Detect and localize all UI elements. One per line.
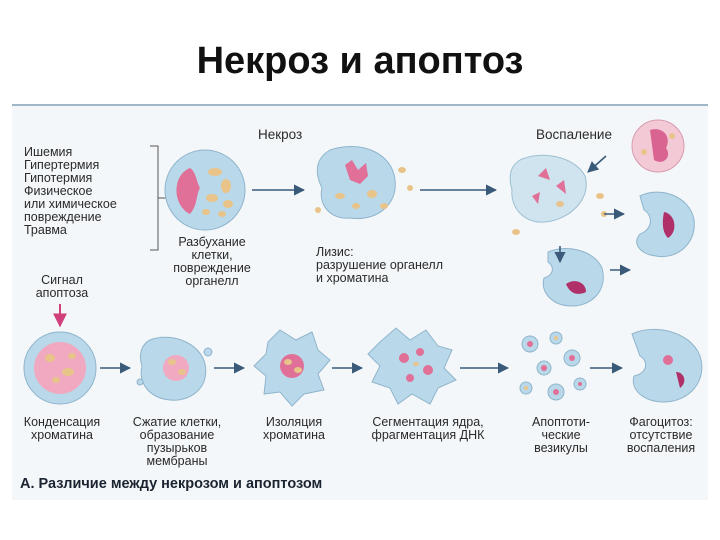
- label-inflammation: Воспаление: [536, 127, 612, 142]
- macrophage-bottom: [542, 248, 604, 307]
- apoptotic-vesicles: [519, 331, 587, 401]
- macrophage-right: [636, 191, 695, 258]
- label-phagocytosis: Фагоцитоз: отсутствие воспаления: [626, 415, 696, 455]
- apoptosis-isolation-cell: [253, 329, 331, 407]
- label-shrinkage: Сжатие клетки, образование пузырьков мем…: [132, 415, 222, 468]
- label-causes: Ишемия Гипертермия Гипотермия Физическое…: [24, 145, 117, 237]
- necrosis-swollen-cell: [164, 149, 246, 231]
- necrosis-lysis-cell: [315, 146, 413, 220]
- causes-bracket: [150, 145, 159, 251]
- slide-title: Некроз и апоптоз: [196, 40, 524, 82]
- label-vesicles: Апоптоти- ческие везикулы: [532, 415, 590, 455]
- figure-caption: А. Различие между некрозом и апоптозом: [20, 476, 323, 492]
- phagocyte-cell: [631, 328, 703, 403]
- necrosis-debris: [509, 154, 607, 235]
- apoptosis-segmentation-cell: [367, 327, 457, 405]
- apoptosis-condensation-cell: [23, 331, 97, 405]
- label-necrosis: Некроз: [258, 127, 303, 142]
- label-segmentation: Сегментация ядра, фрагментация ДНК: [371, 415, 485, 442]
- label-apoptosis-signal: Сигнал апоптоза: [35, 273, 89, 300]
- apoptosis-shrinkage-cell: [136, 336, 213, 401]
- inflammatory-cell-top: [631, 119, 685, 173]
- label-isolation: Изоляция хроматина: [263, 415, 325, 442]
- label-condensation: Конденсация хроматина: [23, 415, 101, 442]
- necrosis-arrows: [252, 155, 632, 276]
- label-lysis: Лизис: разрушение органелл и хроматина: [316, 245, 444, 285]
- label-swelling: Разбухание клетки, повреждение органелл: [173, 235, 251, 288]
